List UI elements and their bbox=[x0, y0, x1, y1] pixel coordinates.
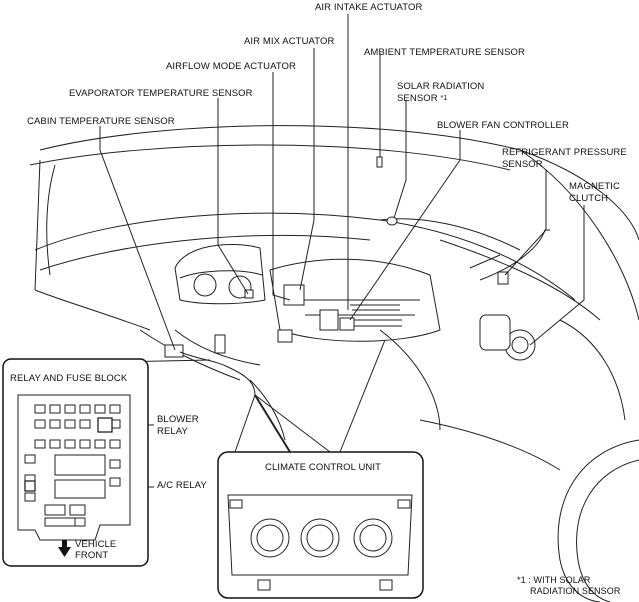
evaporator-temperature-sensor bbox=[244, 289, 254, 299]
label-cabin-temperature-sensor: CABIN TEMPERATURE SENSOR bbox=[27, 116, 175, 127]
label-airflow-mode-actuator: AIRFLOW MODE ACTUATOR bbox=[166, 61, 297, 72]
refrigerant-pressure-sensor bbox=[497, 271, 509, 285]
air-intake-actuator bbox=[319, 309, 339, 331]
blower-relay bbox=[97, 417, 113, 433]
ac-relay bbox=[24, 480, 36, 492]
label-magnetic-clutch-line1: MAGNETIC bbox=[569, 181, 620, 192]
footnote-line2: RADIATION SENSOR bbox=[530, 586, 621, 596]
footnote-mark: *1 bbox=[440, 95, 448, 102]
label-relay-and-fuse-block: RELAY AND FUSE BLOCK bbox=[10, 373, 128, 384]
label-blower-fan-controller: BLOWER FAN CONTROLLER bbox=[437, 120, 569, 131]
label-refrigerant-pressure-sensor-line1: REFRIGERANT PRESSURE bbox=[502, 147, 627, 158]
label-air-intake-actuator: AIR INTAKE ACTUATOR bbox=[315, 2, 423, 13]
label-blower-relay-line1: BLOWER bbox=[157, 414, 199, 425]
air-mix-actuator bbox=[277, 329, 293, 343]
fuse-grid bbox=[24, 404, 121, 527]
solar-radiation-sensor bbox=[386, 216, 398, 226]
label-solar-radiation-sensor-line1: SOLAR RADIATION bbox=[397, 81, 485, 92]
airflow-mode-actuator bbox=[283, 284, 305, 306]
label-ac-relay: A/C RELAY bbox=[157, 480, 207, 491]
label-ambient-temperature-sensor: AMBIENT TEMPERATURE SENSOR bbox=[364, 47, 525, 58]
label-climate-control-unit: CLIMATE CONTROL UNIT bbox=[265, 462, 382, 473]
blower-fan-controller bbox=[339, 317, 355, 331]
down-arrow-icon bbox=[58, 540, 71, 557]
label-evaporator-temperature-sensor: EVAPORATOR TEMPERATURE SENSOR bbox=[69, 88, 253, 99]
label-magnetic-clutch-line2: CLUTCH bbox=[569, 193, 609, 204]
cabin-temperature-sensor bbox=[164, 344, 184, 358]
label-solar-radiation-sensor-line2: SENSOR *1 bbox=[397, 93, 448, 104]
ambient-temperature-sensor bbox=[376, 156, 383, 168]
footnote-line1: *1 : WITH SOLAR bbox=[517, 575, 591, 585]
label-vehicle-front-line1: VEHICLE bbox=[75, 539, 117, 550]
label-vehicle-front-line2: FRONT bbox=[75, 550, 109, 561]
label-air-mix-actuator: AIR MIX ACTUATOR bbox=[244, 36, 335, 47]
label-refrigerant-pressure-sensor-line2: SENSOR bbox=[502, 159, 543, 170]
label-blower-relay-line2: RELAY bbox=[157, 426, 188, 437]
